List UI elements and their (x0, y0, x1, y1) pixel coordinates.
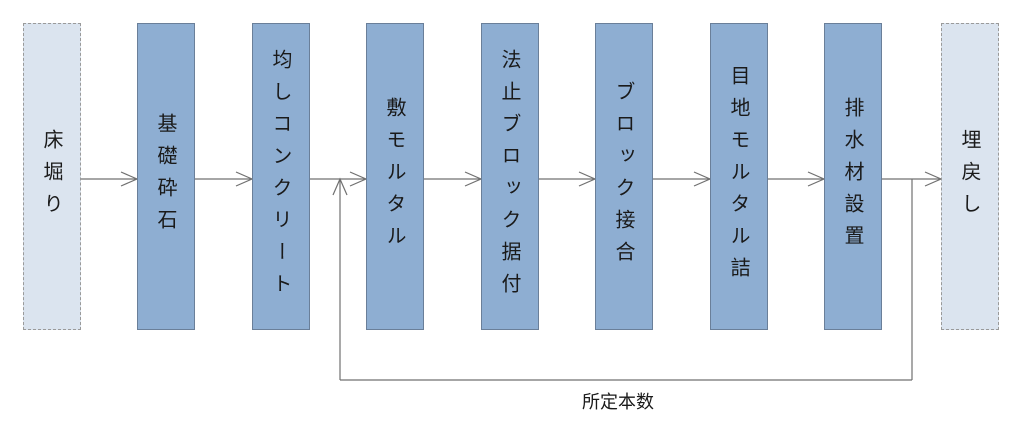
step-box: 均しコンクリート (252, 23, 310, 330)
step-box: 排水材設置 (824, 23, 882, 330)
step-box: 床堀り (23, 23, 81, 330)
step-box: 法止ブロック据付 (481, 23, 539, 330)
step-box: 基礎砕石 (137, 23, 195, 330)
step-label: ブロック接合 (612, 80, 636, 273)
step-label: 床堀り (40, 128, 64, 225)
step-label: 埋戻し (958, 128, 982, 225)
step-label: 排水材設置 (841, 96, 865, 257)
step-label: 敷モルタル (383, 96, 407, 257)
step-label: 基礎砕石 (154, 112, 178, 241)
step-label: 目地モルタル詰 (727, 64, 751, 289)
step-label: 法止ブロック据付 (498, 48, 522, 305)
step-box: 目地モルタル詰 (710, 23, 768, 330)
step-box: ブロック接合 (595, 23, 653, 330)
step-box: 埋戻し (941, 23, 999, 330)
loop-label: 所定本数 (582, 392, 654, 413)
arrowhead (332, 177, 348, 196)
step-box: 敷モルタル (366, 23, 424, 330)
step-label: 均しコンクリート (269, 48, 293, 305)
